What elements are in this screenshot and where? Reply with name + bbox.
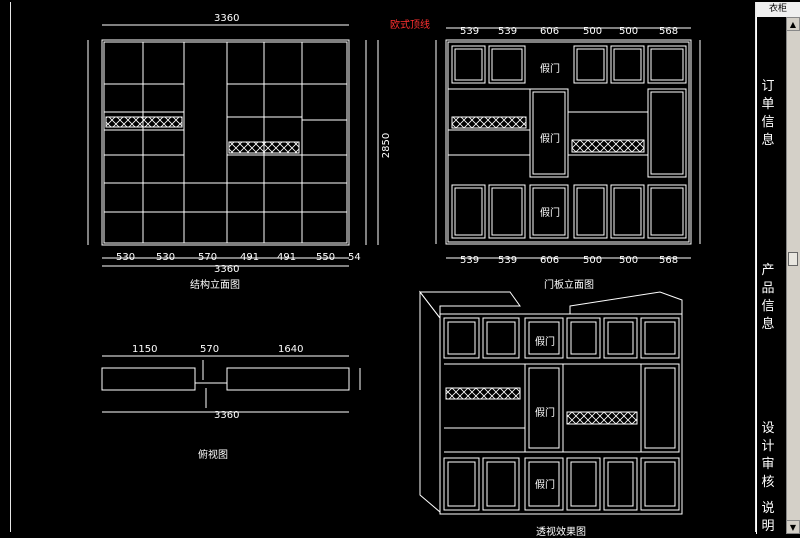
structure-bottom-dim-4: 491	[277, 252, 297, 263]
structure-elevation	[87, 24, 379, 267]
plan-dim-2: 1640	[278, 344, 304, 355]
drawing-title: 欧式顶线	[390, 20, 430, 31]
plan-dim-1: 570	[200, 344, 220, 355]
door-wine-rack-right	[571, 139, 645, 153]
door-top-dim-2: 606	[540, 26, 560, 37]
door-top-dim-3: 500	[583, 26, 603, 37]
design-review-section: 设计审核	[761, 421, 775, 490]
structure-bottom-total: 3360	[214, 264, 240, 275]
door-outline	[445, 39, 692, 245]
scroll-thumb[interactable]	[788, 252, 798, 266]
perspective-fake-door-3: 假门	[535, 480, 555, 491]
door-bottom-dim-5: 568	[659, 255, 679, 266]
scroll-up-arrow-icon[interactable]: ▲	[786, 17, 800, 31]
structure-top-dim: 3360	[214, 13, 240, 24]
fake-door-1: 假门	[540, 64, 560, 75]
structure-bottom-dim-5: 550	[316, 252, 336, 263]
plan-view	[101, 355, 361, 413]
plan-label: 俯视图	[198, 450, 228, 461]
title-block-panel	[756, 17, 797, 534]
fake-door-3: 假门	[540, 208, 560, 219]
door-top-dim-5: 568	[659, 26, 679, 37]
door-bottom-dim-4: 500	[619, 255, 639, 266]
structure-outline	[101, 39, 350, 246]
drawing-frame	[10, 2, 756, 532]
wine-rack-right	[228, 141, 300, 154]
perspective-view	[418, 290, 683, 515]
title-block-header[interactable]: 衣柜	[756, 2, 800, 17]
plan-dim-0: 1150	[132, 344, 158, 355]
door-bottom-dim-0: 539	[460, 255, 480, 266]
order-info-section: 订单信息	[761, 79, 775, 148]
fake-door-2: 假门	[540, 134, 560, 145]
structure-bottom-dim-6: 54	[348, 252, 361, 263]
door-top-dim-0: 539	[460, 26, 480, 37]
door-top-dim-4: 500	[619, 26, 639, 37]
vertical-scrollbar[interactable]	[786, 17, 800, 534]
door-bottom-dim-2: 606	[540, 255, 560, 266]
perspective-wine-rack-right	[566, 411, 638, 425]
notes-section: 说明	[761, 501, 775, 534]
door-bottom-dim-1: 539	[498, 255, 518, 266]
structure-bottom-dim-1: 530	[156, 252, 176, 263]
structure-right-total: 2850	[381, 132, 393, 159]
perspective-label: 透视效果图	[536, 527, 586, 538]
structure-bottom-dim-0: 530	[116, 252, 136, 263]
door-elevation	[435, 27, 701, 259]
perspective-wine-rack-left	[445, 387, 521, 400]
door-top-dim-1: 539	[498, 26, 518, 37]
door-label: 门板立面图	[544, 280, 594, 291]
perspective-fake-door-1: 假门	[535, 337, 555, 348]
structure-label: 结构立面图	[190, 280, 240, 291]
door-bottom-dim-3: 500	[583, 255, 603, 266]
structure-bottom-dim-2: 570	[198, 252, 218, 263]
structure-bottom-dim-3: 491	[240, 252, 260, 263]
scroll-down-arrow-icon[interactable]: ▼	[786, 520, 800, 534]
wine-rack-left	[105, 116, 183, 128]
product-info-section: 产品信息	[761, 263, 775, 332]
plan-total: 3360	[214, 410, 240, 421]
perspective-fake-door-2: 假门	[535, 408, 555, 419]
door-wine-rack-left	[451, 116, 527, 129]
perspective-body	[439, 313, 683, 515]
